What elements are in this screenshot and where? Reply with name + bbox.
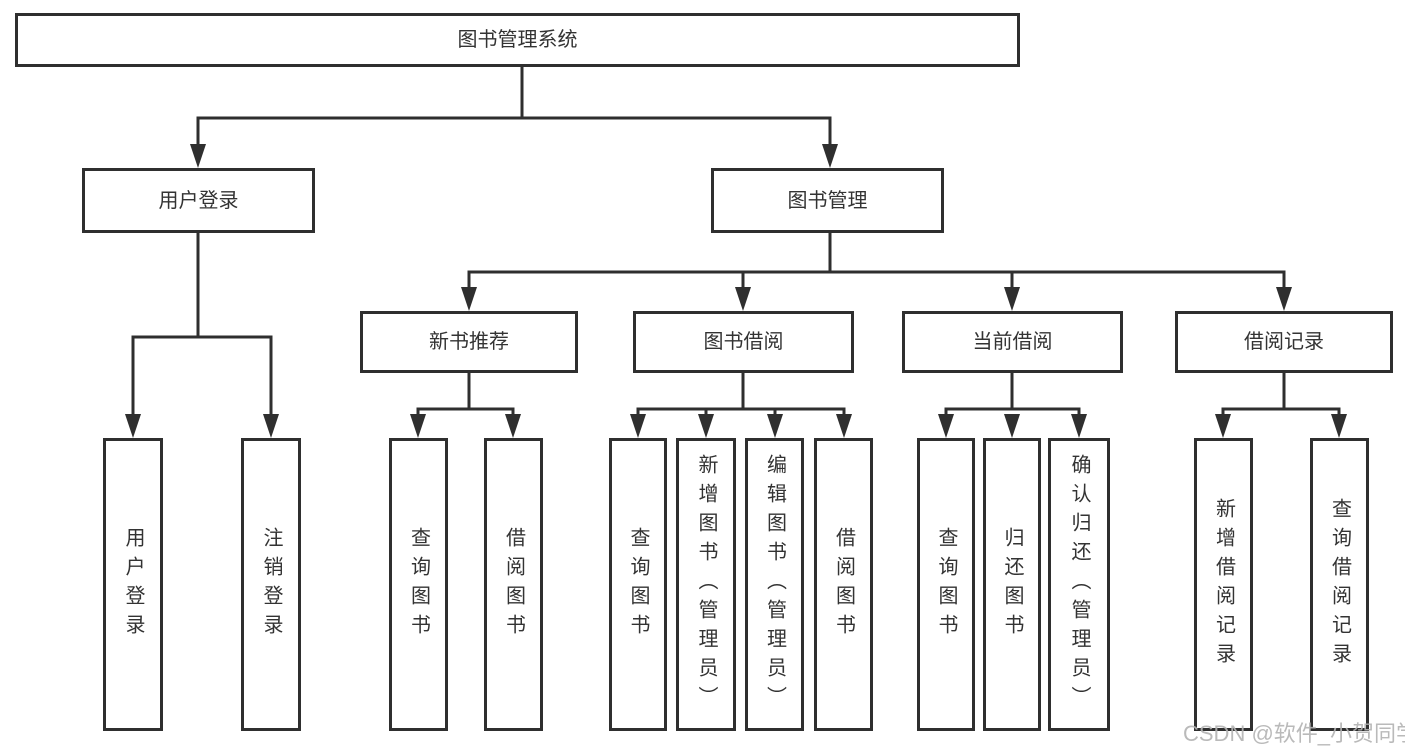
node-label: 借阅图书 [502,526,525,643]
node-query-books-borrow: 查询图书 [609,438,667,731]
node-label: 借阅记录 [1244,331,1324,353]
node-label: 借阅图书 [832,526,855,643]
node-label: 新书推荐 [429,331,509,353]
node-query-books-current: 查询图书 [917,438,975,731]
node-label: 当前借阅 [972,331,1053,353]
node-current-borrowing: 当前借阅 [902,311,1123,373]
node-label: 查询图书 [407,526,430,643]
node-query-borrow-record: 查询借阅记录 [1310,438,1369,731]
node-label: 查询图书 [627,526,649,643]
node-label: 新增图书（管理员） [695,454,717,715]
node-edit-book-admin: 编辑图书（管理员） [745,438,804,731]
node-user-login: 用户登录 [103,438,163,731]
node-add-book-admin: 新增图书（管理员） [676,438,736,731]
node-query-books-recommend: 查询图书 [389,438,448,731]
node-label: 归还图书 [1001,526,1023,643]
node-label: 图书管理系统 [457,29,578,51]
node-borrowing-records: 借阅记录 [1175,311,1393,373]
node-library-management-system: 图书管理系统 [15,13,1020,67]
node-add-borrow-record: 新增借阅记录 [1194,438,1253,731]
node-new-book-recommendation: 新书推荐 [360,311,578,373]
node-borrow-books: 借阅图书 [814,438,873,731]
node-label: 图书借阅 [703,331,784,353]
node-confirm-return-admin: 确认归还（管理员） [1048,438,1110,731]
node-borrow-books-recommend: 借阅图书 [484,438,543,731]
node-label: 编辑图书（管理员） [763,454,786,715]
node-label: 查询图书 [935,526,957,643]
watermark: CSDN @软件_小贺同学 [1183,721,1405,746]
node-label: 确认归还（管理员） [1068,454,1090,715]
node-label: 新增借阅记录 [1212,497,1235,672]
node-label: 用户登录 [158,189,239,212]
node-book-management: 图书管理 [711,168,944,233]
node-label: 注销登录 [260,526,282,643]
node-logout: 注销登录 [241,438,301,731]
node-return-book: 归还图书 [983,438,1041,731]
node-book-borrowing: 图书借阅 [633,311,854,373]
node-label: 查询借阅记录 [1328,497,1351,672]
node-label: 用户登录 [122,526,144,643]
arrowhead-icons [125,144,1347,438]
node-user-login-group: 用户登录 [82,168,315,233]
node-label: 图书管理 [787,189,868,212]
